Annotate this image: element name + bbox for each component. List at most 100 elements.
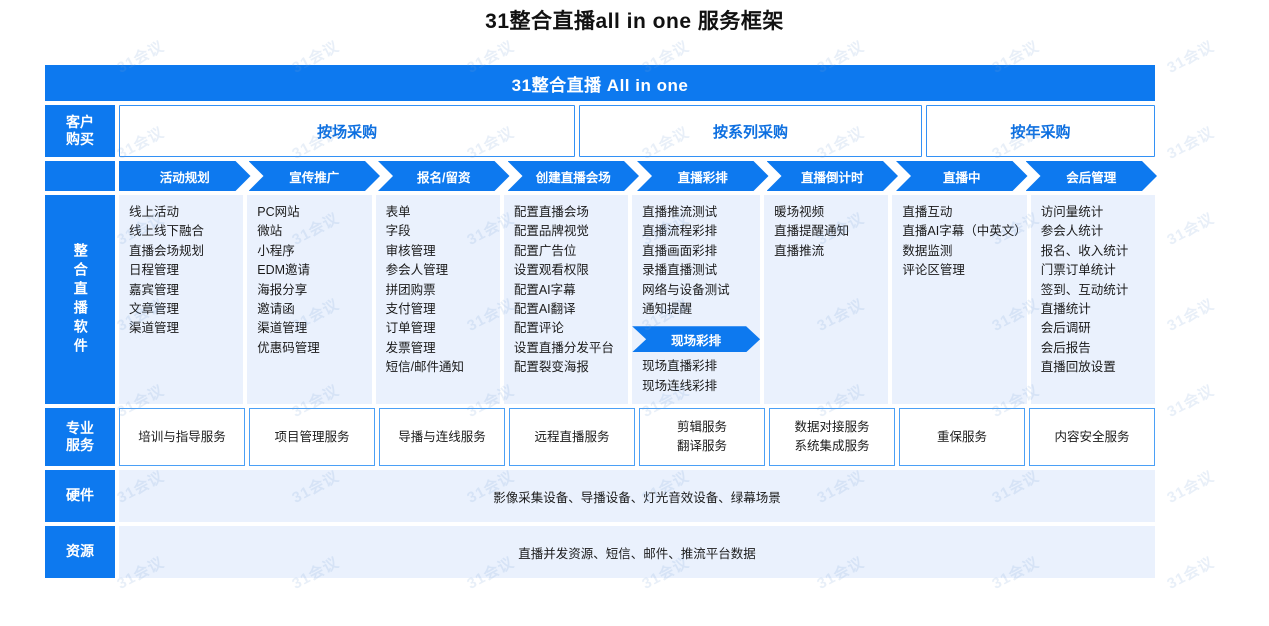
sub-stage-arrow[interactable]: 现场彩排 bbox=[632, 326, 760, 352]
stage-item: 配置广告位 bbox=[513, 243, 577, 258]
service-cell-6[interactable]: 数据对接服务系统集成服务 bbox=[769, 408, 895, 466]
stage-arrow-8[interactable]: 会后管理 bbox=[1026, 161, 1158, 191]
stage-arrow-label: 直播倒计时 bbox=[800, 170, 864, 185]
service-cell-2[interactable]: 项目管理服务 bbox=[249, 408, 375, 466]
stage-item: 文章管理 bbox=[129, 301, 180, 316]
stage-item: 直播AI字幕（中英文） bbox=[902, 224, 1027, 239]
stage-item: 审核管理 bbox=[385, 243, 436, 258]
watermark-text: 31会议 bbox=[1164, 209, 1218, 249]
purchase-option-label: 按年采购 bbox=[1010, 123, 1071, 141]
watermark-text: 31会议 bbox=[1164, 467, 1218, 507]
stage-item: 优惠码管理 bbox=[257, 340, 320, 355]
stage-item: 配置评论 bbox=[513, 321, 564, 336]
service-cell-line: 重保服务 bbox=[936, 429, 987, 444]
stage-item: 网络与设备测试 bbox=[642, 282, 730, 297]
stage-item: 数据监测 bbox=[902, 243, 953, 258]
stage-arrow-label: 宣传推广 bbox=[289, 170, 340, 185]
stage-arrow-3[interactable]: 报名/留资 bbox=[378, 161, 510, 191]
stage-arrow-6[interactable]: 直播倒计时 bbox=[767, 161, 899, 191]
stage-column-3: 表单字段审核管理参会人管理拼团购票支付管理订单管理发票管理短信/邮件通知 bbox=[375, 195, 500, 404]
stage-item: 渠道管理 bbox=[129, 321, 180, 336]
service-cell-line: 远程直播服务 bbox=[534, 429, 610, 444]
service-cell-line: 翻译服务 bbox=[676, 439, 727, 453]
stage-arrow-1[interactable]: 活动规划 bbox=[119, 161, 251, 191]
service-cell-line: 数据对接服务 bbox=[794, 420, 870, 435]
stage-item: 门票订单统计 bbox=[1040, 263, 1116, 278]
services-row-label-line1: 专业 bbox=[66, 419, 94, 436]
stage-item: 海报分享 bbox=[257, 282, 308, 297]
stage-item: PC网站 bbox=[257, 205, 300, 219]
service-cell-line: 导播与连线服务 bbox=[398, 429, 486, 444]
sub-stage-item: 现场直播彩排 bbox=[642, 359, 718, 374]
resources-content: 直播并发资源、短信、邮件、推流平台数据 bbox=[119, 526, 1155, 578]
stage-item: 订单管理 bbox=[385, 321, 436, 336]
stage-item: 配置直播会场 bbox=[513, 205, 589, 219]
stage-item: 小程序 bbox=[257, 243, 295, 258]
stage-item: 线上线下融合 bbox=[129, 224, 205, 239]
purchase-row-label-line1: 客户 bbox=[66, 113, 94, 130]
stage-item: 微站 bbox=[257, 224, 283, 239]
stage-arrow-label: 直播中 bbox=[942, 170, 981, 185]
stage-item: 配置品牌视觉 bbox=[513, 224, 589, 239]
purchase-option-1[interactable]: 按场采购 bbox=[119, 105, 576, 157]
stage-item: 暖场视频 bbox=[774, 205, 825, 219]
purchase-option-2[interactable]: 按系列采购 bbox=[579, 105, 922, 157]
stage-item: 直播提醒通知 bbox=[774, 224, 850, 239]
stage-item: 设置直播分发平台 bbox=[513, 340, 614, 355]
stage-arrow-4[interactable]: 创建直播会场 bbox=[508, 161, 640, 191]
services-cells: 培训与指导服务项目管理服务导播与连线服务远程直播服务剪辑服务翻译服务数据对接服务… bbox=[119, 408, 1155, 466]
page-title: 31整合直播all in one 服务框架 bbox=[485, 10, 784, 33]
services-row-label-line2: 服务 bbox=[66, 437, 94, 453]
stage-arrow-2[interactable]: 宣传推广 bbox=[249, 161, 381, 191]
stage-arrow-row: 活动规划 宣传推广 报名/留资 创建直播会场 直播彩排 直播倒计时 直播中 会后管理 bbox=[45, 161, 1155, 191]
service-cell-7[interactable]: 重保服务 bbox=[899, 408, 1025, 466]
stage-item: 访问量统计 bbox=[1040, 205, 1104, 219]
stage-item: 直播回放设置 bbox=[1040, 360, 1116, 374]
stage-item: 会后调研 bbox=[1040, 321, 1091, 336]
stage-item: 直播统计 bbox=[1040, 301, 1091, 316]
stage-column-5: 直播推流测试直播流程彩排直播画面彩排录播直播测试网络与设备测试通知提醒现场彩排现… bbox=[632, 195, 761, 404]
service-cell-4[interactable]: 远程直播服务 bbox=[509, 408, 635, 466]
stage-arrow-label: 创建直播会场 bbox=[535, 170, 611, 185]
resources-row: 资源 直播并发资源、短信、邮件、推流平台数据 bbox=[45, 526, 1155, 578]
stage-item: 评论区管理 bbox=[902, 263, 965, 278]
service-cell-3[interactable]: 导播与连线服务 bbox=[379, 408, 505, 466]
sub-stage-arrow-label: 现场彩排 bbox=[671, 333, 722, 348]
watermark-text: 31会议 bbox=[1164, 381, 1218, 421]
stage-item: 直播推流测试 bbox=[642, 205, 718, 219]
service-cell-line: 内容安全服务 bbox=[1054, 429, 1130, 444]
stage-item: 支付管理 bbox=[385, 301, 436, 316]
stage-item: 发票管理 bbox=[385, 340, 436, 355]
purchase-option-label: 按系列采购 bbox=[713, 123, 789, 141]
services-row-label: 专业 服务 bbox=[45, 408, 115, 466]
stage-arrow-7[interactable]: 直播中 bbox=[896, 161, 1028, 191]
stage-arrow-label: 会后管理 bbox=[1066, 170, 1117, 185]
stage-column-8: 访问量统计参会人统计报名、收入统计门票订单统计签到、互动统计直播统计会后调研会后… bbox=[1030, 195, 1155, 404]
stage-column-7: 直播互动直播AI字幕（中英文）数据监测评论区管理 bbox=[892, 195, 1027, 404]
watermark-text: 31会议 bbox=[1164, 553, 1218, 593]
stage-column-1: 线上活动线上线下融合直播会场规划日程管理嘉宾管理文章管理渠道管理 bbox=[119, 195, 244, 404]
stage-item: EDM邀请 bbox=[257, 263, 311, 278]
stage-arrow-label: 活动规划 bbox=[159, 170, 210, 185]
service-cell-5[interactable]: 剪辑服务翻译服务 bbox=[639, 408, 765, 466]
stage-item: 日程管理 bbox=[129, 263, 180, 278]
purchase-option-label: 按场采购 bbox=[317, 123, 378, 141]
stage-column-6: 暖场视频直播提醒通知直播推流 bbox=[764, 195, 889, 404]
stage-item: 拼团购票 bbox=[385, 282, 436, 297]
watermark-text: 31会议 bbox=[1164, 37, 1218, 77]
stage-arrow-cells: 活动规划 宣传推广 报名/留资 创建直播会场 直播彩排 直播倒计时 直播中 会后管理 bbox=[119, 161, 1155, 191]
watermark-text: 31会议 bbox=[1164, 295, 1218, 335]
stage-item: 表单 bbox=[385, 205, 411, 219]
sub-stage-items: 现场直播彩排现场连线彩排 bbox=[642, 357, 760, 396]
stage-arrow-5[interactable]: 直播彩排 bbox=[637, 161, 769, 191]
stage-item: 直播画面彩排 bbox=[642, 243, 718, 258]
stage-item: 会后报告 bbox=[1040, 340, 1091, 355]
service-cell-line: 剪辑服务 bbox=[676, 420, 727, 435]
services-row: 专业 服务 培训与指导服务项目管理服务 导播与连线服务 远程直播服务 剪辑服务翻译服务… bbox=[45, 408, 1155, 466]
service-cell-8[interactable]: 内容安全服务 bbox=[1029, 408, 1155, 466]
service-cell-1[interactable]: 培训与指导服务 bbox=[119, 408, 245, 466]
purchase-option-3[interactable]: 按年采购 bbox=[925, 105, 1155, 157]
stage-item: 直播流程彩排 bbox=[642, 224, 718, 239]
